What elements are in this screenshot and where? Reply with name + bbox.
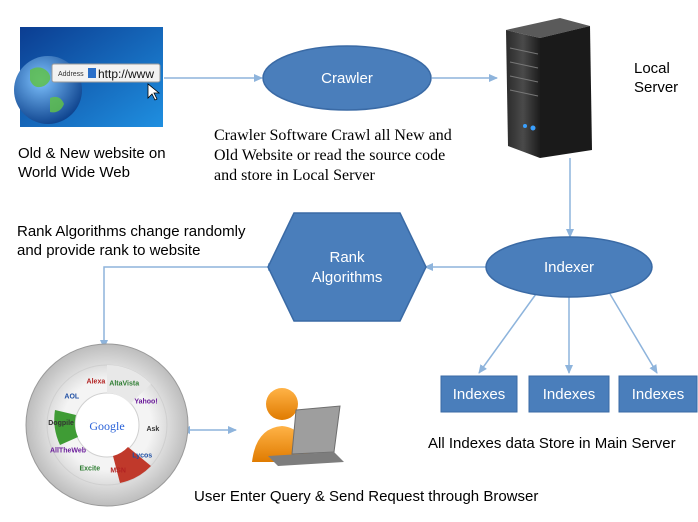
arrow-rank-to-wheel [100, 263, 277, 349]
wheel-engine-label: AllTheWeb [50, 447, 86, 454]
server-caption-line2: Server [634, 78, 679, 96]
crawler-label: Crawler [321, 70, 373, 87]
rank-description: Rank Algorithms change randomly and prov… [17, 223, 245, 261]
indexes-label-2: Indexes [543, 386, 596, 403]
crawler-desc-line1: Crawler Software Crawl all New and [214, 127, 452, 144]
wheel-engine-label: Lycos [132, 453, 152, 460]
wheel-engine-label: MSN [110, 468, 126, 475]
indexes-box-3 [618, 375, 698, 413]
user-description: User Enter Query & Send Request through … [194, 488, 538, 507]
wheel-engine-label: AltaVista [109, 380, 139, 387]
wheel-engine-label: Excite [79, 466, 100, 473]
url-text: http://www [98, 67, 154, 81]
indexes-box-2 [528, 375, 610, 413]
server-caption: Local Server [634, 60, 678, 98]
arrow-indexer-to-indexes-1 [478, 293, 537, 374]
crawler-node: Crawler [262, 45, 432, 111]
rank-desc-line2: and provide rank to website [17, 241, 201, 259]
crawler-description: Crawler Software Crawl all New and Old W… [214, 126, 452, 186]
user-desc-line: User Enter Query & Send Request through … [194, 488, 539, 505]
wheel-engine-label: Dogpile [48, 420, 74, 427]
indexes-desc-line: All Indexes data Store in Main Server [428, 435, 676, 452]
arrow-indexer-to-indexes-3 [609, 293, 658, 374]
www-caption: Old & New website on World Wide Web [18, 145, 166, 183]
cursor-icon [147, 83, 161, 101]
indexes-description: All Indexes data Store in Main Server [428, 435, 676, 454]
wheel-engine-label: Alexa [87, 378, 106, 385]
connectors [100, 74, 658, 434]
address-label: Address [58, 71, 84, 78]
www-caption-line2: World Wide Web [18, 163, 130, 181]
server-image [506, 18, 592, 158]
indexes-box-1 [440, 375, 518, 413]
crawler-desc-line2: Old Website or read the source code [214, 147, 446, 164]
server-caption-line1: Local [634, 60, 670, 77]
crawler-desc-line3: and store in Local Server [214, 167, 375, 184]
rank-algorithms-node: Rank Algorithms [267, 212, 427, 322]
www-image: Address http://www [14, 27, 163, 127]
rank-label-line1: Rank [329, 249, 365, 266]
wheel-engine-label: Ask [146, 426, 159, 433]
rank-label-line2: Algorithms [312, 269, 383, 286]
indexer-label: Indexer [544, 259, 594, 276]
wheel-engine-label: Yahoo! [134, 399, 157, 406]
user-icon [252, 388, 344, 466]
indexer-node: Indexer [485, 236, 653, 298]
wheel-center-label: Google [89, 419, 124, 433]
wheel-engine-label: AOL [64, 393, 80, 400]
www-caption-line1: Old & New website on [18, 145, 166, 162]
indexes-group: Indexes Indexes Indexes [440, 375, 698, 413]
indexes-label-3: Indexes [632, 386, 685, 403]
rank-desc-line1: Rank Algorithms change randomly [17, 223, 246, 240]
indexes-label-1: Indexes [453, 386, 506, 403]
